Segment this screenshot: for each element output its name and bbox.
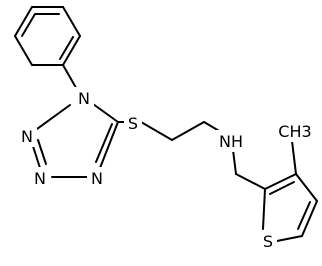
atom-s-thioether: S bbox=[124, 112, 142, 134]
svg-text:S: S bbox=[263, 232, 273, 251]
svg-text:N: N bbox=[91, 169, 103, 188]
atom-methyl: CH3 bbox=[277, 120, 313, 142]
svg-text:N: N bbox=[34, 169, 46, 188]
svg-text:N: N bbox=[21, 127, 33, 146]
svg-text:NH: NH bbox=[219, 132, 243, 151]
atom-s-thiophene: S bbox=[259, 230, 277, 252]
atom-n2: N bbox=[17, 125, 37, 147]
nh-ch2-bond bbox=[232, 149, 237, 175]
ethyl-linker bbox=[140, 121, 227, 141]
svg-text:CH3: CH3 bbox=[278, 122, 311, 141]
methyl-bond bbox=[291, 140, 297, 175]
phenyl-ring bbox=[14, 6, 81, 66]
tetrazole-ring bbox=[30, 103, 119, 178]
thiophene-ring bbox=[262, 173, 318, 242]
svg-text:S: S bbox=[128, 114, 138, 133]
atom-nh: NH bbox=[215, 130, 247, 152]
ch2-thiophene-bond bbox=[235, 173, 266, 190]
atom-n1: N bbox=[74, 87, 94, 109]
atom-n3: N bbox=[30, 167, 50, 189]
svg-text:N: N bbox=[78, 89, 90, 108]
atom-n4: N bbox=[87, 167, 107, 189]
